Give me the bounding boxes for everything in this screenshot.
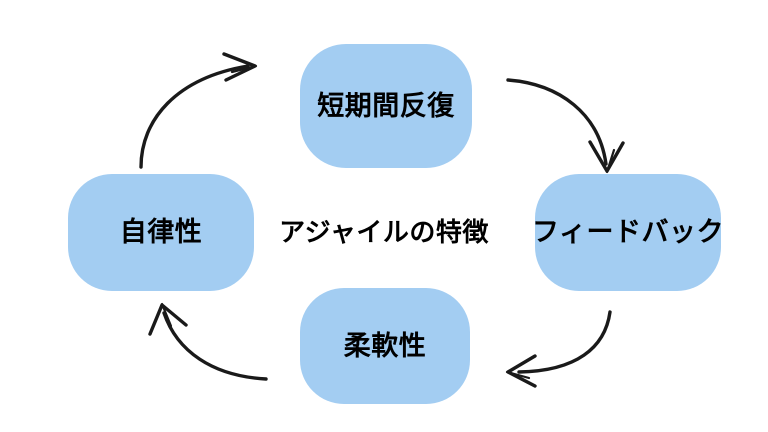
node-bottom-label: 柔軟性 [343, 330, 427, 362]
center-label: アジャイルの特徴 [256, 206, 512, 260]
node-right[interactable]: フィードバック [532, 174, 724, 291]
node-left[interactable]: 自律性 [68, 174, 254, 291]
arrow-top-left [139, 52, 258, 169]
arrow-bottom-right [505, 310, 612, 388]
center-label-text: アジャイルの特徴 [279, 218, 489, 248]
node-left-label: 自律性 [119, 217, 203, 248]
arrow-top-right [506, 78, 625, 174]
node-top-label: 短期間反復 [317, 90, 455, 122]
node-right-label: フィードバック [532, 217, 724, 248]
node-bottom[interactable]: 柔軟性 [300, 288, 470, 404]
node-top[interactable]: 短期間反復 [300, 44, 472, 168]
arrow-bottom-left [148, 302, 268, 381]
